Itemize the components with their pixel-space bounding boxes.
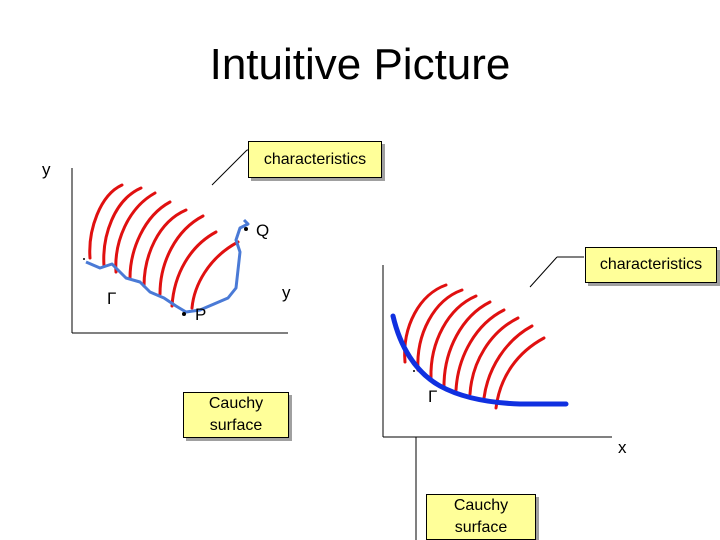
right-characteristic-curve <box>416 288 464 372</box>
left-characteristics <box>88 183 240 310</box>
right-cauchy-curve <box>390 313 569 407</box>
right-characteristic-curve <box>482 324 534 400</box>
right-characteristic-curve <box>454 308 506 392</box>
left-point-p-label: P <box>195 305 207 324</box>
right-characteristics <box>403 283 546 410</box>
left-characteristic-curve <box>114 191 157 274</box>
left-characteristic-curve <box>102 186 143 268</box>
right-axes <box>382 256 612 540</box>
left-cauchy-curve <box>85 218 250 314</box>
right-characteristic-curve <box>429 294 478 380</box>
left-characteristic-curve <box>170 230 218 308</box>
left-axes <box>71 149 288 334</box>
right-cauchy-surface-box: Cauchy surface <box>426 494 536 540</box>
slide-title: Intuitive Picture <box>209 40 511 89</box>
left-characteristics-callout: characteristics <box>248 141 382 178</box>
left-characteristic-curve <box>142 208 188 288</box>
left-curve-label: y <box>282 283 291 302</box>
left-curve-start-dot <box>83 258 85 260</box>
left-characteristic-curve <box>158 214 205 296</box>
right-curve-start-dot <box>413 370 415 372</box>
right-characteristic-curve <box>494 336 546 410</box>
left-characteristic-curve <box>190 240 240 310</box>
left-gamma-label: Γ <box>107 289 117 308</box>
left-characteristic-curve <box>88 183 124 260</box>
left-axis-y-label: y <box>42 160 51 179</box>
right-gamma-label: Γ <box>428 387 438 406</box>
left-cauchy-surface-box: Cauchy surface <box>183 392 289 438</box>
left-point-q <box>244 227 248 231</box>
left-characteristic-curve <box>128 200 172 280</box>
right-axis-x-label: x <box>618 438 627 457</box>
right-characteristics-callout: characteristics <box>585 247 717 283</box>
right-characteristic-curve <box>468 316 520 396</box>
right-callout-leader <box>529 256 558 288</box>
left-point-q-label: Q <box>256 221 270 240</box>
left-callout-leader <box>211 149 248 186</box>
right-characteristic-curve <box>442 300 492 388</box>
right-characteristic-curve <box>403 283 448 364</box>
left-point-p <box>182 312 186 316</box>
